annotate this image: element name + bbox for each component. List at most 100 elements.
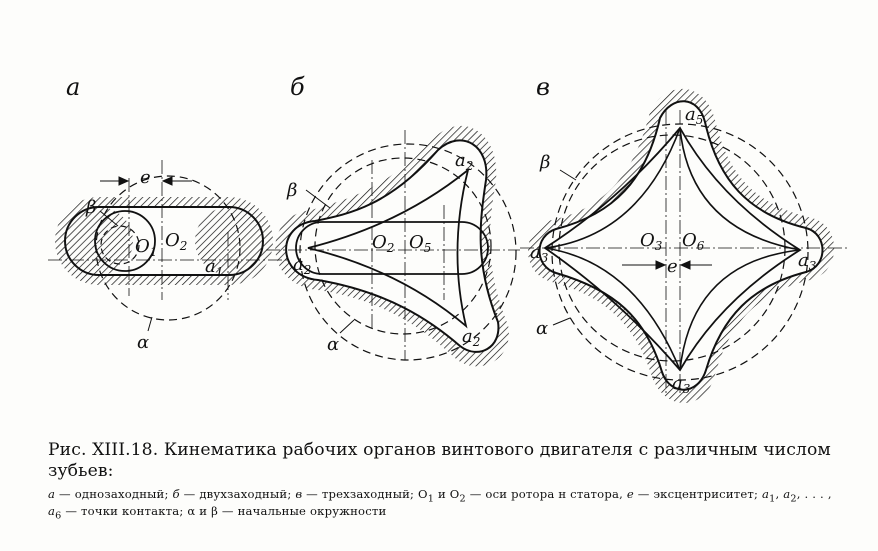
svg-text:a3: a3 xyxy=(798,250,817,273)
label-alpha-b: α xyxy=(327,334,339,355)
label-a3-right-sub: 3 xyxy=(809,259,817,273)
label-a3-left-sub: 3 xyxy=(541,251,549,265)
caption-legend: а — однозаходный; б — двухзаходный; в — … xyxy=(48,488,848,523)
label-a5: a xyxy=(685,104,696,125)
legend-p5: a xyxy=(762,487,770,501)
label-a3-right: a xyxy=(798,250,809,271)
eccentricity-dimension-a xyxy=(100,176,192,186)
svg-text:a3: a3 xyxy=(672,373,691,396)
svg-text:O3: O3 xyxy=(640,230,663,253)
label-a2-top: a xyxy=(455,150,466,171)
legend-s5: 6 xyxy=(55,510,62,522)
label-e-a: e xyxy=(140,167,151,188)
legend-t4: и O xyxy=(434,487,460,501)
svg-text:O2: O2 xyxy=(372,232,394,255)
figure-caption: Рис. XIII.18. Кинематика рабочих органов… xyxy=(48,440,848,523)
svg-text:a2: a2 xyxy=(455,150,473,173)
svg-text:O6: O6 xyxy=(682,230,705,253)
label-a2-left: a xyxy=(293,254,304,275)
label-o3-sub: 3 xyxy=(655,239,663,253)
label-o2-b-sub: 2 xyxy=(386,241,395,255)
legend-s3: 1 xyxy=(769,493,776,505)
stator-hatching-b xyxy=(275,125,509,367)
figure-diagram: а e β O1 O2 a1 α б xyxy=(48,73,850,404)
svg-text:O1: O1 xyxy=(135,236,157,259)
eccentricity-dimension-c xyxy=(622,260,712,270)
svg-text:a1: a1 xyxy=(205,256,223,279)
legend-s1: 1 xyxy=(427,493,435,505)
label-a2-left-sub: 2 xyxy=(303,263,312,277)
label-o6-sub: 6 xyxy=(697,239,705,253)
label-a2-bottom: a xyxy=(462,326,473,347)
rotor-star-c xyxy=(544,127,801,371)
label-a2-bottom-sub: 2 xyxy=(472,335,481,349)
label-a3-bottom-sub: 3 xyxy=(683,382,691,396)
panel-c-letter: в xyxy=(536,73,550,101)
label-beta-b: β xyxy=(286,180,297,201)
leader-beta-a xyxy=(99,210,119,227)
svg-text:O2: O2 xyxy=(165,230,187,253)
label-o2-a-sub: 2 xyxy=(179,239,188,253)
legend-t3: — трехзаходный; O xyxy=(302,487,428,501)
label-o3: O xyxy=(640,230,655,251)
label-o2-a: O xyxy=(165,230,180,251)
legend-p1: а xyxy=(48,487,56,501)
label-a1: a xyxy=(205,256,216,277)
label-e-c: e xyxy=(667,256,678,277)
leader-beta-b xyxy=(305,189,331,209)
legend-t1: — однозаходный; xyxy=(55,487,173,501)
stator-contour-a xyxy=(64,206,264,276)
panel-b-letter: б xyxy=(290,73,305,101)
label-o2-b: O xyxy=(372,232,387,253)
legend-t5: — оси ротора н статора, xyxy=(465,487,627,501)
leader-alpha-b xyxy=(339,319,355,334)
rotor-circle-a xyxy=(94,210,156,272)
svg-text:O5: O5 xyxy=(409,232,431,255)
legend-p6: a xyxy=(783,487,791,501)
label-alpha-c: α xyxy=(536,318,548,339)
legend-p2: б xyxy=(172,487,180,501)
label-o5: O xyxy=(409,232,424,253)
legend-s4: 2 xyxy=(790,493,797,505)
label-o1: O xyxy=(135,236,150,257)
legend-t6: — эксцентриситет; xyxy=(633,487,763,501)
label-alpha-a: α xyxy=(137,332,149,353)
legend-p7: a xyxy=(48,504,56,519)
rotor-triangle-c xyxy=(543,126,802,372)
legend-t7: , xyxy=(775,487,784,501)
label-a2-top-sub: 2 xyxy=(465,159,474,173)
leader-alpha-c xyxy=(552,317,571,326)
label-o5-sub: 5 xyxy=(424,241,432,255)
panel-b: б β a2 O2 O5 a2 α a2 xyxy=(266,73,520,367)
label-o1-sub: 1 xyxy=(150,245,158,259)
svg-text:a2: a2 xyxy=(293,254,311,277)
svg-text:a3: a3 xyxy=(530,242,549,265)
panel-a: а e β O1 O2 a1 α xyxy=(48,73,290,353)
legend-t8: , . . . , xyxy=(796,487,832,501)
stator-contour-c xyxy=(538,100,824,391)
legend-s2: 2 xyxy=(459,493,466,505)
label-a1-sub: 1 xyxy=(216,265,224,279)
svg-text:a5: a5 xyxy=(685,104,703,127)
label-a3-left: a xyxy=(530,242,541,263)
panel-c: в a5 β a3 O3 O6 e a3 α a3 xyxy=(520,73,850,404)
label-o6: O xyxy=(682,230,697,251)
leader-beta-c xyxy=(559,169,577,181)
label-a5-sub: 5 xyxy=(696,113,704,127)
legend-p3: в xyxy=(295,487,303,501)
circle-beta-b xyxy=(314,157,492,335)
circle-beta-a xyxy=(100,225,140,265)
rotor-triangle-b xyxy=(307,167,470,329)
circle-alpha-a xyxy=(95,175,241,321)
rotor-stadium-b xyxy=(295,221,489,275)
caption-title: Рис. XIII.18. Кинематика рабочих органов… xyxy=(48,440,831,481)
panel-a-letter: а xyxy=(66,73,80,101)
svg-text:a2: a2 xyxy=(462,326,480,349)
label-beta-a: β xyxy=(85,197,96,218)
legend-t2: — двухзаходный; xyxy=(179,487,296,501)
circle-alpha-b xyxy=(299,143,517,361)
leader-alpha-a xyxy=(147,316,153,332)
legend-p4: е xyxy=(626,487,634,501)
label-beta-c: β xyxy=(539,152,550,173)
legend-t9: — точки контакта; α и β — начальные окру… xyxy=(61,504,387,519)
